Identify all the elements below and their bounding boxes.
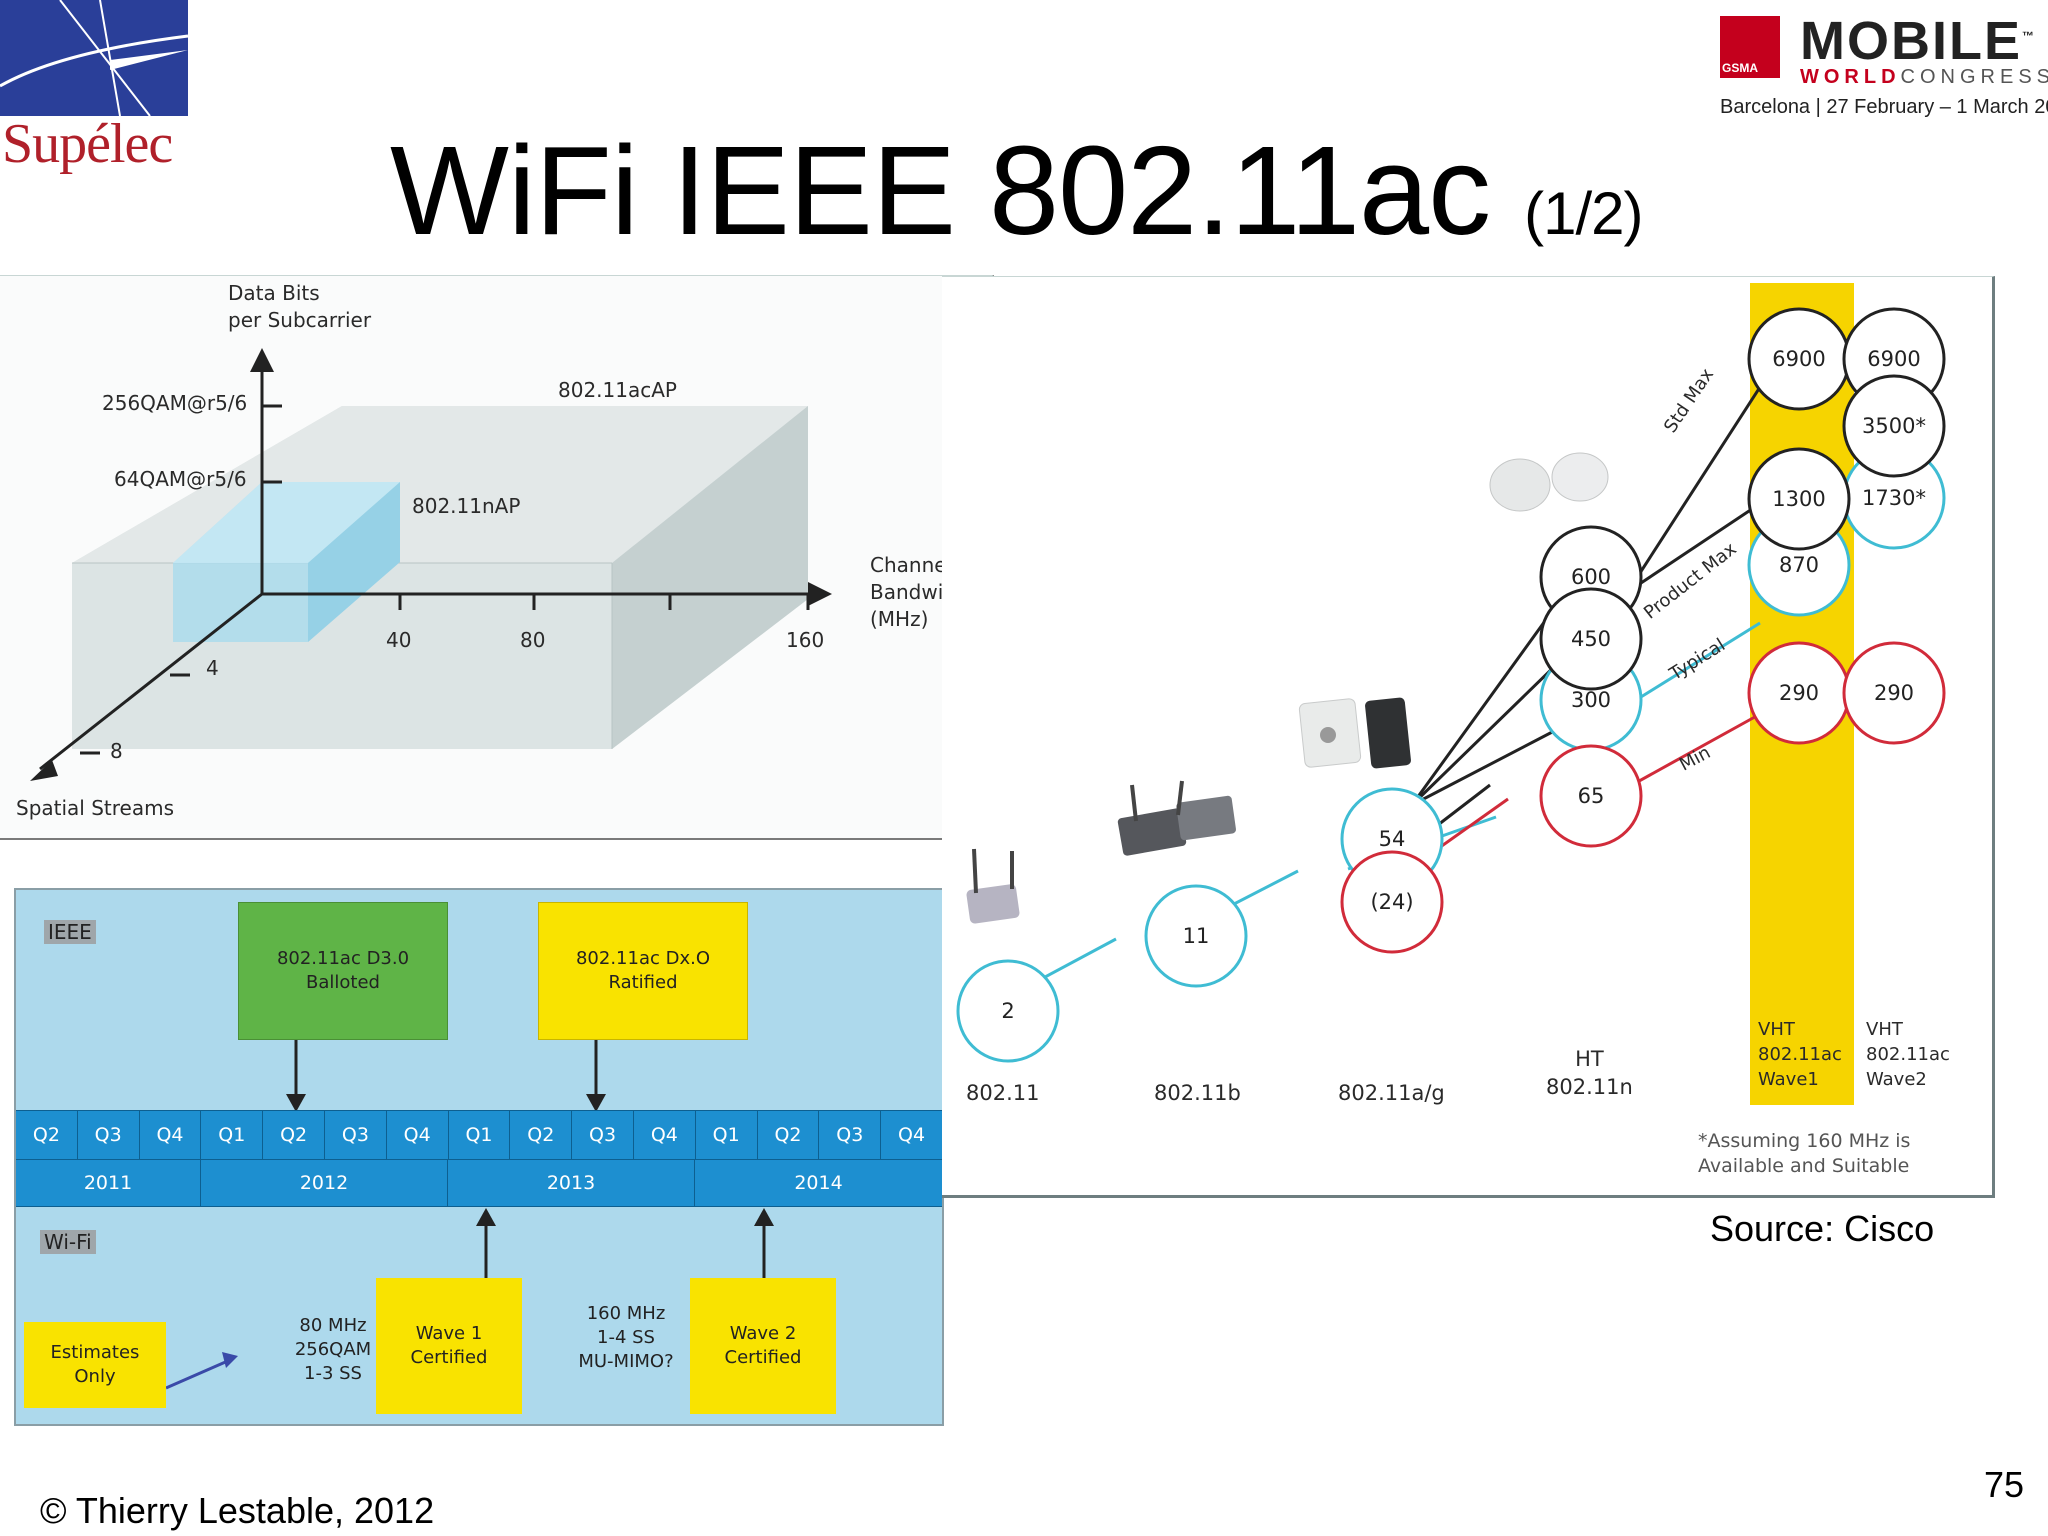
box-label-80211n: 802.11nAP xyxy=(412,494,521,518)
rate-node-300: 300 xyxy=(1570,688,1612,712)
supelec-star-icon xyxy=(0,0,189,117)
quarter-cell: Q1 xyxy=(449,1111,511,1159)
supelec-logo xyxy=(0,0,190,180)
rate-node-65: 65 xyxy=(1577,784,1605,808)
quarter-cell: Q3 xyxy=(78,1111,140,1159)
year-cell: 2013 xyxy=(448,1160,695,1206)
z-axis-label: Spatial Streams xyxy=(16,796,174,820)
rate-graph-svg xyxy=(956,283,1946,1105)
rate-node-450: 450 xyxy=(1570,627,1612,651)
slide-title-part: (1/2) xyxy=(1524,180,1643,247)
rate-node-24: (24) xyxy=(1370,890,1414,914)
data-rate-evolution-diagram: 2 11 54 (24) 600 450 300 65 6900 1300 87… xyxy=(942,276,1995,1198)
year-cell: 2012 xyxy=(201,1160,448,1206)
rate-node-3500: 3500* xyxy=(1862,414,1926,438)
quarter-cell: Q2 xyxy=(263,1111,325,1159)
y-tick-64qam: 64QAM@r5/6 xyxy=(114,467,247,491)
gsma-badge: GSMA xyxy=(1720,16,1780,78)
years-row: 2011 2012 2013 2014 xyxy=(16,1160,942,1207)
rate-node-600: 600 xyxy=(1570,565,1612,589)
mwc-logo: GSMA MOBILE™ WORLDCONGRESS Barcelona | 2… xyxy=(1720,10,2048,120)
quarter-cell: Q3 xyxy=(572,1111,634,1159)
x-tick-40: 40 xyxy=(386,628,412,652)
slide-title: WiFi IEEE 802.11ac (1/2) xyxy=(390,118,1644,263)
standard-label-80211b: 802.11b xyxy=(1154,1081,1241,1105)
z-tick-4: 4 xyxy=(206,656,219,680)
y-tick-256qam: 256QAM@r5/6 xyxy=(102,391,248,415)
mwc-place-date: Barcelona | 27 February – 1 March 2012 xyxy=(1720,96,2048,118)
page-number: 75 xyxy=(1984,1464,2025,1505)
year-cell: 2011 xyxy=(16,1160,201,1206)
quarter-cell: Q4 xyxy=(387,1111,449,1159)
box-label-80211ac: 802.11acAP xyxy=(558,378,677,402)
rate-node-2: 2 xyxy=(1001,999,1015,1023)
quarter-cell: Q3 xyxy=(325,1111,387,1159)
quarter-cell: Q2 xyxy=(510,1111,573,1159)
rate-node-6900-wave1: 6900 xyxy=(1772,347,1826,371)
ieee-tag: IEEE xyxy=(44,920,96,944)
quarter-cell: Q1 xyxy=(696,1111,758,1159)
rate-node-870: 870 xyxy=(1778,553,1820,577)
x-tick-80: 80 xyxy=(520,628,546,652)
wifi-tag: Wi-Fi xyxy=(40,1230,96,1254)
source-note: Source: Cisco xyxy=(1710,1208,1935,1249)
x-tick-160: 160 xyxy=(786,628,825,652)
bandwidth-3d-diagram: Data Bits per Subcarrier 256QAM@r5/6 64Q… xyxy=(0,275,994,840)
rate-node-1300: 1300 xyxy=(1772,487,1826,511)
quarters-row: Q2 Q3 Q4 Q1 Q2 Q3 Q4 Q1 Q2 Q3 Q4 Q1 Q2 Q… xyxy=(16,1110,942,1160)
standard-label-80211: 802.11 xyxy=(966,1081,1040,1105)
standard-label-80211ag: 802.11a/g xyxy=(1338,1081,1445,1105)
rate-node-1730: 1730* xyxy=(1862,486,1926,510)
quarter-cell: Q1 xyxy=(201,1111,264,1159)
rate-node-6900-wave2: 6900 xyxy=(1867,347,1921,371)
slide-title-main: WiFi IEEE 802.11ac xyxy=(390,120,1491,261)
y-axis-label: Data Bits per Subcarrier xyxy=(228,281,372,332)
quarter-cell: Q2 xyxy=(758,1111,820,1159)
access-point-icons xyxy=(966,452,1609,924)
mwc-world-congress: WORLDCONGRESS xyxy=(1800,66,2048,88)
rate-node-290-wave1: 290 xyxy=(1778,681,1820,705)
quarter-cell: Q4 xyxy=(634,1111,696,1159)
quarter-cell: Q2 xyxy=(16,1111,78,1159)
supelec-wordmark: Supélec xyxy=(2,113,173,175)
quarter-cell: Q4 xyxy=(140,1111,202,1159)
rate-node-11: 11 xyxy=(1182,924,1210,948)
rate-node-54: 54 xyxy=(1378,827,1406,851)
year-cell: 2014 xyxy=(794,1172,843,1194)
mwc-mobile-wordmark: MOBILE™ xyxy=(1800,11,2036,71)
z-tick-8: 8 xyxy=(110,739,123,763)
rate-node-290-wave2: 290 xyxy=(1873,681,1915,705)
diagram-3d-shapes xyxy=(30,348,832,781)
quarter-cell: Q3 xyxy=(819,1111,882,1159)
quarter-cell: Q4 xyxy=(898,1124,926,1146)
copyright: © Thierry Lestable, 2012 xyxy=(40,1490,435,1531)
